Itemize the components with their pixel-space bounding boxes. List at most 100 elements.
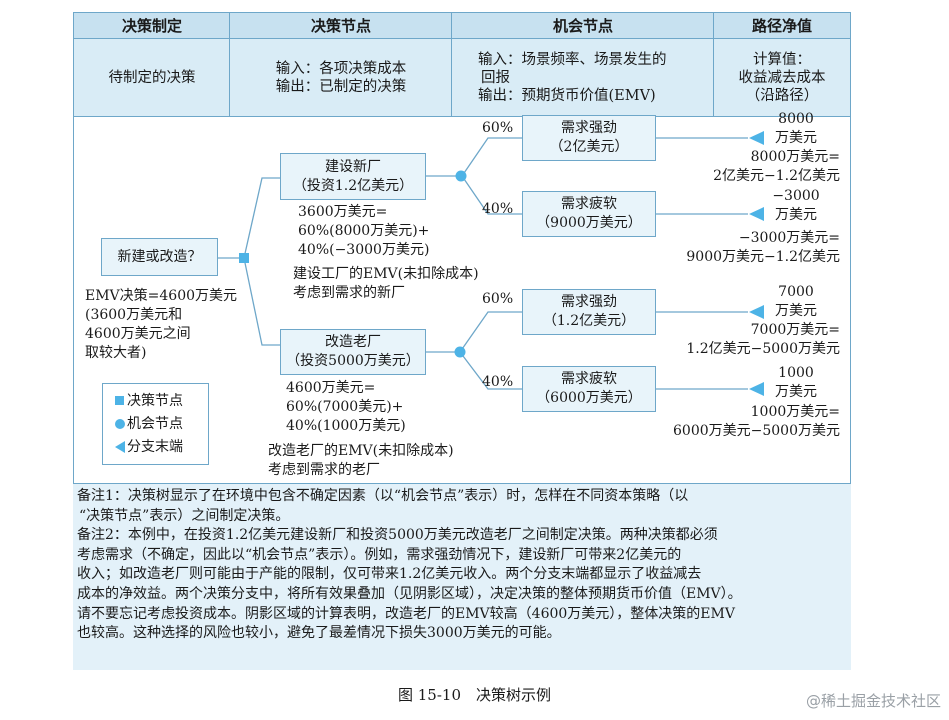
root-emv-line: 4600万美元之间 [85,326,191,342]
outcome-title: 需求疲软 [561,196,617,212]
square-icon [115,396,124,405]
end-calc-line: 6000万美元−5000万美元 [673,423,840,439]
col-header-decision-node: 决策节点 [230,13,452,39]
build-emv-calc: 3600万美元= 60%(8000万美元)+ 40%(−3000万美元) [298,203,429,260]
chance-node-input: 输入：场景频率、场景发生的 [478,51,667,68]
row-chance-node: 输入：场景频率、场景发生的 回报 输出：预期货币价值(EMV) [452,39,714,117]
branch-upgrade-line [243,257,280,346]
legend-item: 决策节点 [113,391,183,411]
upgrade-low-end-value: 1000 万美元 [764,364,828,402]
build-calc-line: 60%(8000万美元)+ [298,223,430,239]
end-calc-line: 1.2亿美元−5000万美元 [686,341,840,357]
upgrade-emv-calc: 4600万美元= 60%(7000美元)+ 40%(1000万美元) [286,379,406,436]
end-calc-line: 8000万美元= [750,149,840,165]
root-decision-box: 新建或改造？ [101,238,218,276]
note-line: “决策节点”表示）之间制定决策。 [79,507,290,524]
chance-node-upgrade [454,346,466,358]
note-line: 备注1：决策树显示了在环境中包含不确定因素（以“机会节点”表示）时，怎样在不同资… [77,488,689,504]
upgrade-low-end-calc: 1000万美元= 6000万美元−5000万美元 [655,403,840,441]
legend-label: 分支末端 [127,439,183,455]
upgrade-box-title: 改造老厂 [325,334,381,350]
legend-item: 分支末端 [113,437,183,457]
build-low-end-value: −3000 万美元 [764,187,828,225]
end-unit: 万美元 [775,207,817,223]
build-prob-low: 40% [482,201,514,217]
circle-icon [115,419,125,429]
row-decision-node: 输入：各项决策成本 输出：已制定的决策 [230,39,452,117]
build-note-line: 考虑到需求的新厂 [293,285,405,301]
legend-label: 决策节点 [127,393,183,409]
decision-node-output: 输出：已制定的决策 [275,78,407,95]
note-line: 请不要忘记考虑投资成本。阴影区域的计算表明，改造老厂的EMV较高（4600万美元… [77,605,735,622]
note-line: 考虑需求（不确定，因此以“机会节点”表示）。例如，需求强劲情况下，建设新厂可带来… [77,546,682,563]
path-value-line3: （沿路径） [745,87,819,104]
branch-end-triangle [749,131,764,145]
root-decision-label: 新建或改造？ [117,248,202,265]
outcome-revenue: （1.2亿美元） [542,313,636,329]
upgrade-box-investment: （投资5000万美元） [286,353,420,369]
column-divider [713,13,714,117]
outcome-title: 需求疲软 [561,371,617,387]
upgrade-low-line [459,351,522,390]
path-value-line1: 计算值： [753,51,811,68]
build-high-end-value: 8000 万美元 [764,110,828,148]
root-emv-line: 取较大者) [85,345,147,361]
end-calc-line: 7000万美元= [750,322,840,338]
branch-build-line [243,177,280,259]
branch-end-triangle [749,305,764,319]
upgrade-high-end-calc: 7000万美元= 1.2亿美元−5000万美元 [660,321,840,359]
build-low-line [461,175,522,215]
upgrade-note-line: 考虑到需求的老厂 [268,462,380,478]
outcome-revenue: （6000万美元） [536,390,642,406]
upgrade-old-plant-box: 改造老厂 （投资5000万美元） [280,329,426,375]
root-emv-line: EMV决策=4600万美元 [85,288,238,304]
end-calc-line: 1000万美元= [750,404,840,420]
end-calc-line: 2亿美元−1.2亿美元 [713,168,840,184]
legend-label: 机会节点 [127,416,183,432]
note-line: 收入；如改造老厂则可能由于产能的限制，仅可带来1.2亿美元收入。两个分支末端都显… [77,566,702,583]
build-high-end-calc: 8000万美元= 2亿美元−1.2亿美元 [660,148,840,186]
build-prob-high: 60% [482,120,514,136]
figure-caption: 图 15-10 决策树示例 [397,686,551,704]
watermark: @稀土掘金技术社区 [805,692,941,710]
col-header-decision-making: 决策制定 [74,13,230,39]
chance-node-build [455,170,467,182]
end-value: 7000 [778,284,814,300]
legend: 决策节点 机会节点 分支末端 [102,383,209,465]
upgrade-calc-line: 60%(7000美元)+ [286,399,404,415]
root-emv-text: EMV决策=4600万美元 (3600万美元和 4600万美元之间 取较大者) [85,287,237,363]
branch-end-triangle [749,207,764,221]
triangle-icon [115,441,125,453]
pending-decision-text: 待制定的决策 [108,69,196,86]
upgrade-prob-low: 40% [482,374,514,390]
legend-item: 机会节点 [113,414,183,434]
upgrade-note-line: 改造老厂的EMV(未扣除成本) [268,443,454,459]
upgrade-high-demand-box: 需求强劲 （1.2亿美元） [522,289,656,335]
end-value: 8000 [778,111,814,127]
build-new-plant-box: 建设新厂 （投资1.2亿美元） [280,153,426,200]
end-calc-line: 9000万美元−1.2亿美元 [686,249,840,265]
col-header-path-value: 路径净值 [714,13,850,39]
build-low-end-calc: −3000万美元= 9000万美元−1.2亿美元 [660,229,840,267]
note-line: 备注2：本例中，在投资1.2亿美元建设新厂和投资5000万美元改造老厂之间制定决… [77,527,718,544]
outcome-title: 需求强劲 [561,120,617,136]
end-value: −3000 [772,188,820,204]
notes-panel: 备注1：决策树显示了在环境中包含不确定因素（以“机会节点”表示）时，怎样在不同资… [73,483,851,670]
build-high-line [461,137,522,177]
end-value: 1000 [778,365,814,381]
note-line: 成本的净效益。两个决策分支中，将所有效果叠加（见阴影区域），决定决策的整体预期货… [77,585,742,602]
upgrade-high-end-value: 7000 万美元 [764,283,828,321]
decision-node-square [239,253,249,263]
build-low-demand-box: 需求疲软 （9000万美元） [522,191,656,237]
upgrade-high-line [459,311,522,353]
build-emv-note: 建设工厂的EMV(未扣除成本) 考虑到需求的新厂 [293,265,479,303]
column-divider [229,13,230,117]
build-calc-line: 3600万美元= [298,204,388,220]
build-box-title: 建设新厂 [325,158,381,175]
decision-node-input: 输入：各项决策成本 [275,60,407,77]
row-path-value: 计算值： 收益减去成本 （沿路径） [714,39,850,117]
build-box-investment: （投资1.2亿美元） [292,177,414,194]
col-header-chance-node: 机会节点 [452,13,714,39]
outcome-title: 需求强劲 [561,294,617,310]
